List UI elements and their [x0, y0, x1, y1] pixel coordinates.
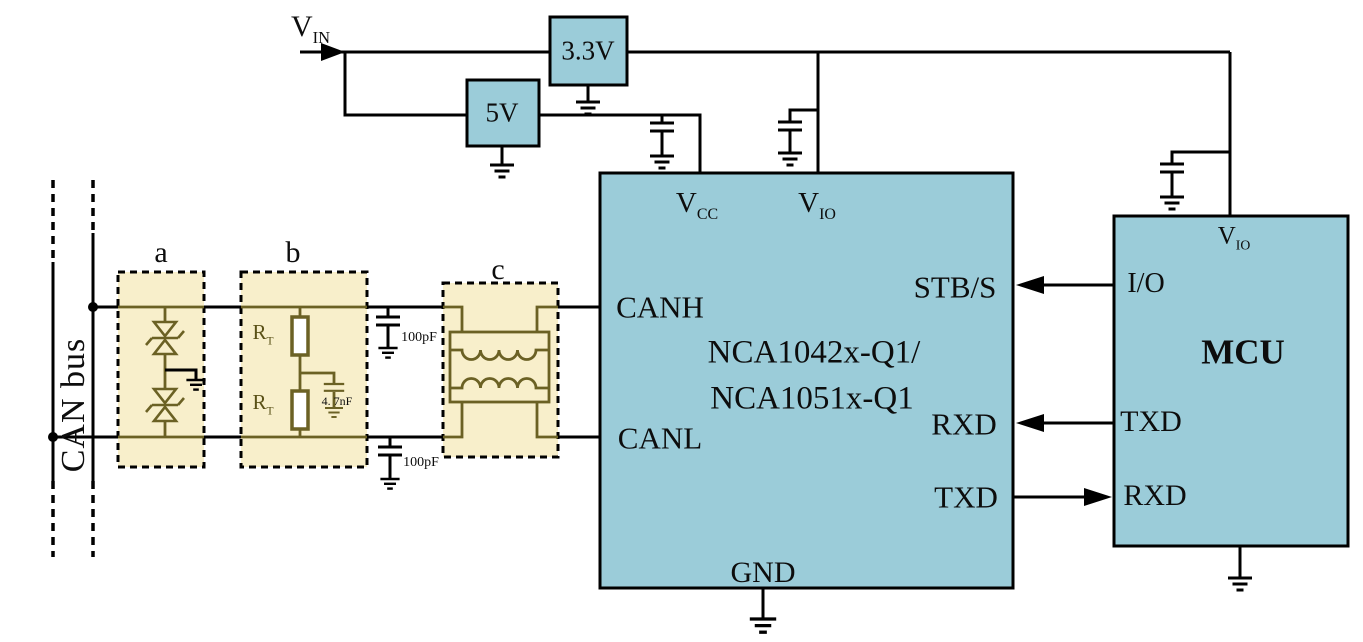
capacitor-symbol	[374, 315, 402, 327]
section-b-box	[239, 270, 369, 469]
capacitor-symbol	[648, 121, 676, 133]
regulator-5v-block	[465, 78, 541, 148]
pin-rxd-label: RXD	[931, 406, 997, 442]
power-rails	[300, 43, 1232, 217]
capacitor-symbol	[776, 120, 804, 132]
mcu-decoupling-cap	[1158, 150, 1230, 211]
transceiver-ground	[748, 589, 778, 634]
ground-symbol	[379, 477, 401, 490]
section-a-label: a	[154, 236, 168, 269]
mcu-block	[1112, 214, 1350, 548]
termination-resistor-1	[290, 315, 310, 357]
split-termination	[241, 305, 367, 439]
ground-symbol	[648, 154, 676, 170]
rxd-signal-line	[1016, 414, 1115, 432]
txd-signal-line	[1013, 488, 1112, 506]
pin-vcc-label: VCC	[675, 187, 719, 223]
mcu-pin-io-label: I/O	[1127, 268, 1165, 299]
choke-body	[448, 330, 551, 404]
part-number-line2: NCA1051x-Q1	[710, 380, 914, 417]
vin-label: VIN	[291, 10, 331, 47]
ground-symbol	[574, 100, 602, 116]
ground-symbol	[748, 617, 778, 634]
mcu-pin-txd-label: TXD	[1120, 405, 1182, 438]
part-number-line1: NCA1042x-Q1/	[707, 334, 921, 371]
mcu-pin-vio-label: VIO	[1217, 222, 1251, 253]
vcc-decoupling-cap	[648, 115, 676, 170]
vin-arrow	[321, 43, 345, 61]
rt1-label: RT	[252, 320, 274, 348]
pin-canh-label: CANH	[616, 289, 704, 325]
capacitor-symbol	[1158, 162, 1186, 174]
regulator-3v3-block	[548, 15, 629, 87]
canh-cap-value: 100pF	[401, 330, 437, 345]
pin-canl-label: CANL	[617, 420, 703, 456]
rt2-label: RT	[252, 390, 274, 418]
ground-symbol	[488, 163, 516, 179]
vio-decoupling-cap	[776, 108, 818, 167]
mcu-ground	[1226, 547, 1254, 592]
choke-winding-upper	[450, 348, 549, 361]
pin-vio-label: VIO	[798, 187, 836, 223]
can-bus-label: CAN bus	[55, 337, 92, 473]
transceiver-block	[598, 171, 1015, 590]
choke-winding-lower	[450, 377, 549, 390]
section-c-label: c	[491, 253, 505, 286]
arrow-left-icon	[1016, 276, 1044, 294]
canl-cap-value: 100pF	[403, 455, 439, 470]
section-b-label: b	[285, 236, 301, 269]
canh-filter-cap	[374, 307, 402, 359]
pin-txd-label: TXD	[934, 479, 998, 515]
mcu-pin-rxd-label: RXD	[1123, 479, 1187, 512]
regulator-grounds	[488, 86, 602, 179]
split-cap-value: 4. 7nF	[321, 394, 353, 408]
regulator-3v3-label: 3.3V	[561, 35, 615, 66]
common-mode-choke	[443, 305, 558, 439]
stb-signal-line	[1016, 276, 1115, 294]
termination-resistor-2	[290, 389, 310, 431]
ground-symbol	[377, 346, 399, 359]
capacitor-symbol	[376, 445, 404, 457]
ground-symbol	[1226, 576, 1254, 592]
arrow-left-icon	[1016, 414, 1044, 432]
pin-stb-label: STB/S	[913, 269, 997, 305]
ground-symbol	[1158, 195, 1186, 211]
tvs-protection	[118, 305, 207, 439]
regulator-5v-label: 5V	[485, 97, 519, 128]
ground-symbol	[776, 151, 804, 167]
arrow-right-icon	[1084, 488, 1112, 506]
canl-filter-cap	[376, 437, 404, 490]
section-c-box	[441, 281, 560, 459]
pin-gnd-label: GND	[730, 556, 796, 589]
mcu-name-label: MCU	[1201, 332, 1285, 372]
